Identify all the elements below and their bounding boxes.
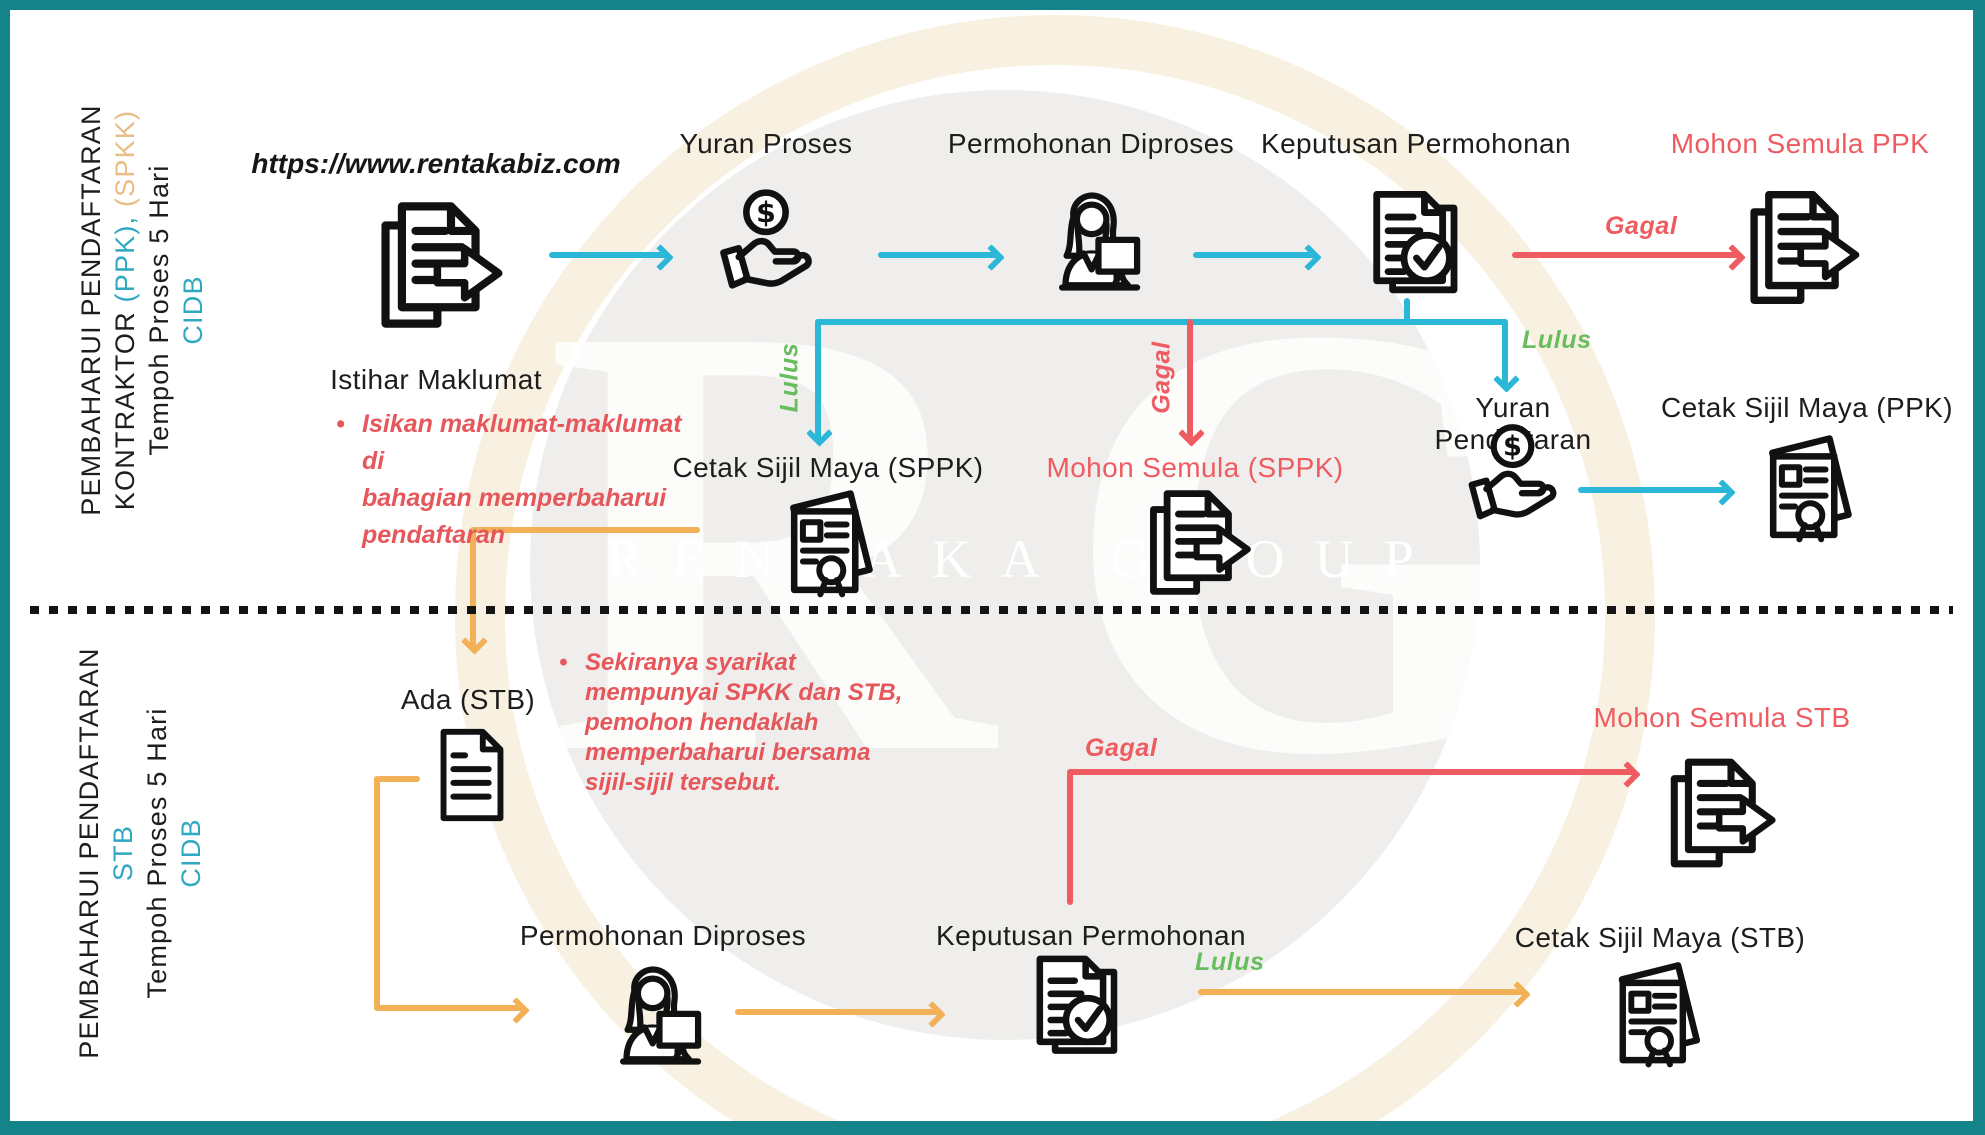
- frame-right: [1973, 0, 1985, 1135]
- watermark-circle: [530, 90, 1480, 1040]
- certificate-print-icon: [1597, 955, 1715, 1073]
- note-line: Sekiranya syarikat: [585, 649, 796, 676]
- section-divider: [30, 606, 1953, 614]
- sidebar-top-line2: KONTRAKTOR (PPK), (SPKK): [110, 109, 140, 511]
- sidebar-bottom-line2: STB: [108, 824, 138, 882]
- sidebar-top-line4: CIDB: [178, 275, 208, 345]
- frame-left: [0, 0, 10, 1135]
- note-line: pemohon hendaklah: [585, 709, 819, 736]
- officer-processing-icon: [589, 957, 714, 1082]
- fee-payment-hand-icon: [706, 185, 826, 305]
- note-bullet: •: [559, 649, 568, 676]
- sidebar-bottom-line4: CIDB: [176, 818, 206, 888]
- flow-arrow: [549, 252, 668, 258]
- flow-line: [374, 776, 380, 1008]
- officer-processing-icon: [1028, 183, 1153, 308]
- label-lulus-bottom: Lulus: [1195, 948, 1265, 976]
- label-istihar-maklumat: Istihar Maklumat: [330, 364, 542, 395]
- document-approved-icon: [1018, 948, 1138, 1068]
- document-resubmit-icon: [1732, 180, 1867, 315]
- watermark-name: RENTAKA GROUP: [606, 529, 1444, 589]
- label-cetak-sijil-sppk: Cetak Sijil Maya (SPPK): [672, 452, 984, 483]
- note-line: mempunyai SPKK dan STB,: [585, 679, 903, 706]
- document-resubmit-icon: [1653, 748, 1783, 878]
- flow-line: [473, 527, 700, 533]
- sidebar-bottom-line3: Tempoh Proses 5 Hari: [142, 707, 172, 999]
- note-line: sijil-sijil tersebut.: [585, 769, 782, 796]
- flow-arrow-gagal-bottom: [1067, 769, 1635, 775]
- sidebar-top-line3: Tempoh Proses 5 Hari: [144, 164, 174, 456]
- document-resubmit-icon: [1133, 480, 1258, 605]
- label-lulus-right: Lulus: [1522, 326, 1592, 354]
- sidebar-top-line1: PEMBAHARUI PENDAFTARAN: [76, 104, 106, 516]
- label-ada-stb: Ada (STB): [400, 684, 536, 715]
- fee-payment-hand-icon: [1455, 420, 1570, 535]
- flow-arrow: [1198, 989, 1525, 995]
- document-approved-icon: [1354, 183, 1479, 308]
- frame-top: [0, 0, 1985, 10]
- note-line: pendaftaran: [362, 521, 506, 549]
- note-istihar: • Isikan maklumat-maklumat di bahagian m…: [336, 406, 692, 554]
- label-lulus-left: Lulus: [775, 342, 804, 413]
- label-yuran-proses: Yuran Proses: [679, 128, 853, 159]
- note-line: Isikan maklumat-maklumat di: [362, 410, 682, 475]
- website-url-label: https://www.rentakabiz.com: [251, 148, 621, 179]
- flow-line: [1067, 772, 1073, 905]
- flow-arrow: [470, 527, 476, 649]
- frame-bottom: [0, 1121, 1985, 1135]
- flow-line: [1404, 298, 1410, 324]
- note-line: memperbaharui bersama: [585, 739, 871, 766]
- flow-arrow-lulus-right: [1502, 319, 1508, 387]
- label-mohon-semula-stb: Mohon Semula STB: [1593, 702, 1851, 733]
- label-gagal-mid: Gagal: [1147, 341, 1176, 414]
- flow-rail: [815, 319, 1508, 325]
- flow-arrow: [735, 1009, 940, 1015]
- label-gagal-top: Gagal: [1605, 212, 1678, 240]
- label-permohonan-diproses-bottom: Permohonan Diproses: [519, 920, 807, 951]
- note-stb: • Sekiranya syarikat mempunyai SPKK dan …: [559, 648, 915, 798]
- label-permohonan-diproses-top: Permohonan Diproses: [947, 128, 1235, 159]
- sidebar-bottom-line1: PEMBAHARUI PENDAFTARAN: [74, 647, 104, 1059]
- flow-line: [377, 776, 420, 782]
- flow-arrow-lulus-left: [815, 319, 821, 441]
- label-gagal-bottom: Gagal: [1085, 734, 1158, 762]
- document-icon: [418, 722, 526, 830]
- note-line: bahagian memperbaharui: [362, 484, 667, 512]
- sidebar-top: PEMBAHARUI PENDAFTARAN KONTRAKTOR (PPK),…: [74, 104, 210, 515]
- flow-arrow: [1193, 252, 1316, 258]
- sidebar-bottom: PEMBAHARUI PENDAFTARAN STB Tempoh Proses…: [72, 647, 208, 1058]
- note-bullet: •: [336, 410, 345, 438]
- label-keputusan-permohonan-bottom: Keputusan Permohonan: [936, 920, 1246, 951]
- certificate-print-icon: [768, 483, 888, 603]
- label-cetak-sijil-ppk: Cetak Sijil Maya (PPK): [1661, 392, 1953, 423]
- flow-arrow: [878, 252, 999, 258]
- document-export-icon: [361, 190, 511, 340]
- label-mohon-semula-sppk: Mohon Semula (SPPK): [1046, 452, 1344, 483]
- label-mohon-semula-ppk: Mohon Semula PPK: [1670, 128, 1930, 159]
- flow-arrow-gagal: [1512, 252, 1740, 258]
- label-cetak-sijil-stb: Cetak Sijil Maya (STB): [1514, 922, 1806, 953]
- certificate-print-icon: [1747, 428, 1867, 548]
- label-keputusan-permohonan-top: Keputusan Permohonan: [1261, 128, 1571, 159]
- flow-arrow-gagal-mid: [1187, 319, 1193, 441]
- flow-arrow: [374, 1005, 524, 1011]
- flow-arrow: [1578, 487, 1730, 493]
